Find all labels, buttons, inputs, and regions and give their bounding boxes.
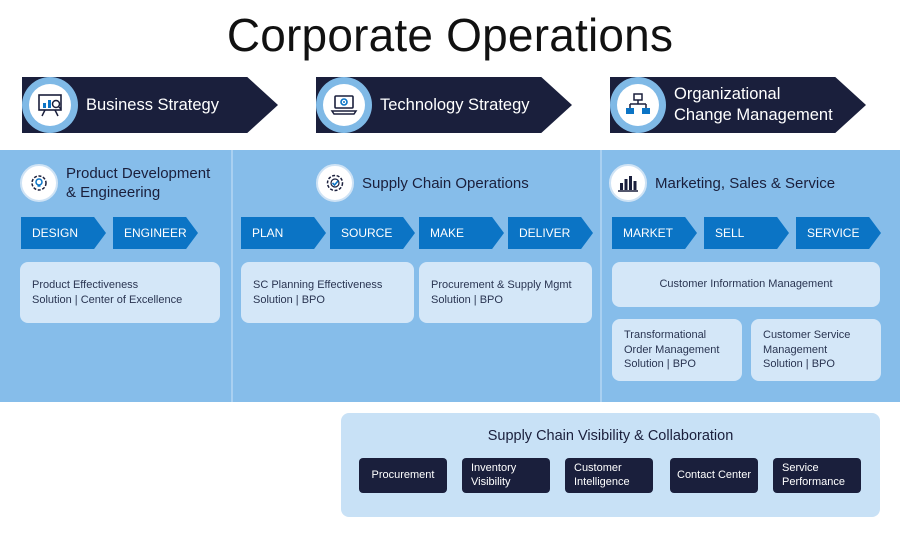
org-chart-icon [626, 93, 650, 114]
banner-label: Business Strategy [86, 95, 219, 114]
step-service: SERVICE [796, 217, 881, 249]
card-product-effectiveness: Product Effectiveness Solution | Center … [20, 262, 220, 323]
step-engineer: ENGINEER [113, 217, 198, 249]
banner-icon-ring [22, 77, 78, 133]
column-divider [600, 150, 602, 402]
banner-icon-ring [610, 77, 666, 133]
pill-label: Procurement [371, 468, 435, 481]
pill-label: Inventory Visibility [471, 462, 517, 488]
step-plan: PLAN [241, 217, 326, 249]
heading-icon-ring [316, 164, 354, 202]
heading-icon-ring [609, 164, 647, 202]
column-heading-text: Supply Chain Operations [362, 174, 529, 192]
banner-icon-ring [316, 77, 372, 133]
banner-label: Organizational Change Management [674, 85, 833, 124]
pill-procurement: Procurement [359, 458, 447, 493]
visibility-title: Supply Chain Visibility & Collaboration [487, 428, 734, 444]
banner-business-strategy: Business Strategy [0, 77, 290, 133]
step-deliver: DELIVER [508, 217, 593, 249]
card-procurement-supply: Procurement & Supply Mgmt Solution | BPO [419, 262, 592, 323]
pill-label: Customer Intelligence [574, 462, 630, 488]
column-heading-marketing: Marketing, Sales & Service [609, 164, 835, 202]
heading-icon-ring [20, 164, 58, 202]
pill-label: Service Performance [782, 462, 845, 488]
step-design: DESIGN [21, 217, 106, 249]
column-heading-supply: Supply Chain Operations [316, 164, 529, 202]
banner-label: Technology Strategy [380, 95, 530, 114]
laptop-gear-icon [330, 95, 358, 115]
pill-inventory-visibility: Inventory Visibility [462, 458, 550, 493]
column-divider [231, 150, 233, 402]
presentation-chart-icon [38, 94, 62, 117]
step-market: MARKET [612, 217, 697, 249]
gear-lightbulb-icon [31, 175, 47, 191]
card-order-management: Transformational Order Management Soluti… [612, 319, 742, 381]
banner-technology-strategy: Technology Strategy [294, 77, 584, 133]
step-make: MAKE [419, 217, 504, 249]
pill-service-performance: Service Performance [773, 458, 861, 493]
column-heading-text: Marketing, Sales & Service [655, 174, 836, 192]
column-heading-text: Product Development & Engineering [66, 165, 211, 201]
banner-organizational-change: Organizational Change Management [588, 77, 878, 133]
pill-label: Contact Center [677, 468, 751, 481]
step-source: SOURCE [330, 217, 415, 249]
bar-chart-icon [618, 176, 638, 192]
pill-contact-center: Contact Center [670, 458, 758, 493]
card-sc-planning: SC Planning Effectiveness Solution | BPO [241, 262, 414, 323]
step-sell: SELL [704, 217, 789, 249]
page-title: Corporate Operations [226, 9, 674, 61]
card-customer-service: Customer Service Management Solution | B… [751, 319, 881, 381]
column-heading-product: Product Development & Engineering [20, 164, 210, 202]
card-customer-information: Customer Information Management [612, 262, 880, 307]
pill-customer-intelligence: Customer Intelligence [565, 458, 653, 493]
gear-check-icon [326, 174, 344, 192]
